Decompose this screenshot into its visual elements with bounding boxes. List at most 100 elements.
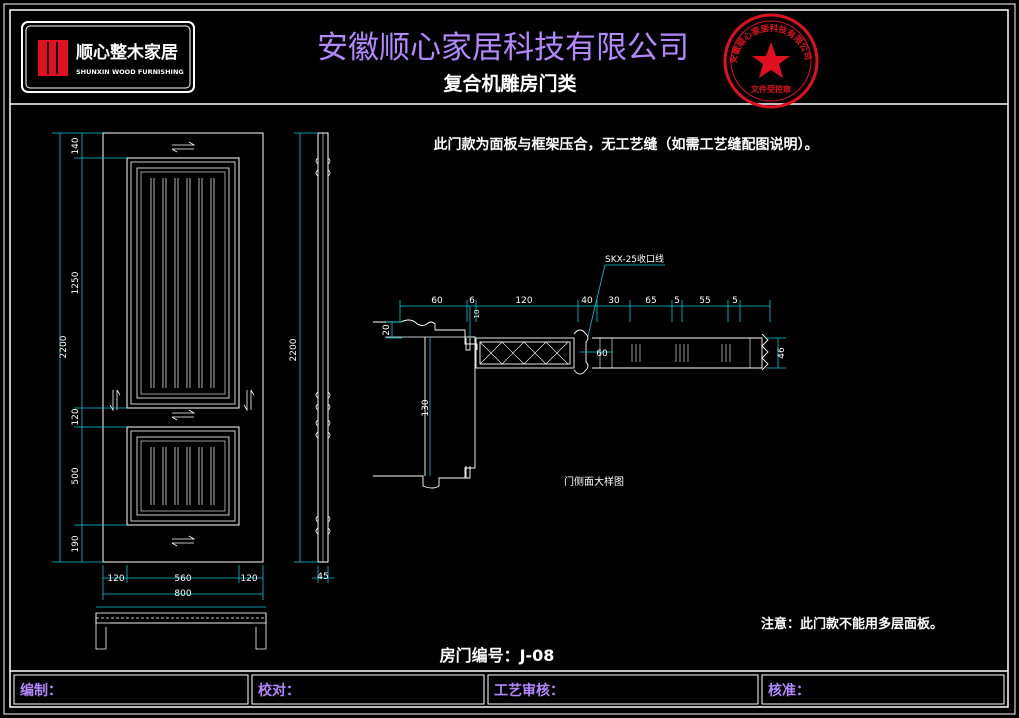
side-profile-marks <box>315 157 331 535</box>
drawing-category: 复合机雕房门类 <box>442 72 576 95</box>
side-dimensions <box>294 132 334 583</box>
cell-approved-by <box>761 674 1005 705</box>
upper-panel-outer <box>126 157 240 409</box>
grain-arrow-icon <box>171 141 196 153</box>
side-profile-nub <box>315 419 331 427</box>
side-profile-nub <box>315 515 331 523</box>
cell-drawn-by <box>13 674 249 705</box>
grain-arrows <box>109 141 255 547</box>
label-checked-by: 校对： <box>258 682 300 699</box>
upper-panel-inner <box>136 167 230 399</box>
door-elevation: 2200 140 1250 120 500 190 120 560 120 80… <box>52 132 267 650</box>
trim-callout: SKX-25收口线 <box>605 253 664 265</box>
side-detail: 60 6 120 40 30 65 5 55 5 SKX-25收口线 <box>373 253 787 489</box>
side-profile-nub <box>315 391 331 399</box>
side-profile-nub <box>315 403 331 411</box>
logo-mark-icon <box>38 40 68 76</box>
leaf-core-inner <box>479 341 571 365</box>
upper-panel-mid <box>130 161 236 405</box>
company-title: 安徽顺心家居科技有限公司 <box>317 30 689 66</box>
logo-brand-cn: 顺心整木家居 <box>76 42 178 63</box>
stamp-star-icon <box>752 42 790 78</box>
door-leaf-outline <box>102 132 264 563</box>
dim-seg-1: 140 <box>71 137 81 154</box>
door-plan-section <box>95 612 267 650</box>
leaf-core <box>475 337 575 369</box>
leaf-grooves <box>599 338 751 368</box>
break-line-icon <box>761 333 769 371</box>
detail-dim-7: 5 <box>674 296 680 306</box>
title-block: 编制： 校对： 工艺审核： 核准： <box>10 670 1008 705</box>
bottom-dimensions <box>102 565 264 600</box>
dim-thickness: 45 <box>317 572 328 582</box>
dim-width-1: 120 <box>107 574 124 584</box>
door-leaf-section <box>475 329 769 375</box>
lower-panel-inner <box>136 436 230 516</box>
logo-brand-en: SHUNXIN WOOD FURNISHING <box>76 68 184 76</box>
detail-dim-8: 55 <box>699 296 710 306</box>
inner-border <box>9 9 1009 708</box>
casing-top <box>373 319 478 350</box>
lower-panel-mid <box>130 430 236 522</box>
lower-panel-grooves <box>150 447 215 505</box>
dim-seg-4: 500 <box>71 467 81 484</box>
leaf-core-hatch <box>479 341 569 365</box>
detail-dim-46: 46 <box>777 347 787 359</box>
side-profile-nub <box>315 169 331 177</box>
side-profile-nub <box>315 527 331 535</box>
plan-jambs <box>95 613 267 650</box>
upper-panel-field <box>140 171 226 395</box>
jamb-stop <box>465 338 471 351</box>
logo-inner-frame <box>25 25 191 89</box>
door-side-elevation: 2200 45 <box>289 132 334 583</box>
left-dimensions <box>52 132 127 563</box>
detail-dim-3: 120 <box>515 296 532 306</box>
lower-panel-outer <box>126 426 240 526</box>
detail-dim-9: 5 <box>732 296 738 306</box>
bottom-note: 注意：此门款不能用多层面板。 <box>761 616 943 632</box>
detail-caption: 门侧面大样图 <box>564 475 624 488</box>
jamb-stop <box>465 466 471 479</box>
detail-top-dimensions <box>399 300 771 322</box>
top-note: 此门款为面板与框架压合，无工艺缝（如需工艺缝配图说明）。 <box>434 136 819 153</box>
detail-dim-4: 40 <box>581 296 593 306</box>
header-region: 顺心整木家居 SHUNXIN WOOD FURNISHING 安徽顺心家居科技有… <box>21 13 819 109</box>
detail-small-dimensions <box>386 306 786 476</box>
jamb-profile <box>373 319 478 489</box>
grain-arrow-icon <box>171 535 196 547</box>
outer-border <box>3 3 1016 715</box>
detail-dim-1: 60 <box>431 296 443 306</box>
stamp-ring <box>723 13 819 109</box>
cell-checked-by <box>251 674 485 705</box>
lower-panel-field <box>140 440 226 512</box>
company-stamp: 安徽顺心家居科技有限公司 文件受控章 <box>723 13 819 109</box>
cell-process-review <box>487 674 759 705</box>
dim-seg-3: 120 <box>71 408 81 425</box>
label-drawn-by: 编制： <box>20 682 62 699</box>
dim-width-3: 120 <box>240 574 257 584</box>
side-profile-nub <box>315 431 331 439</box>
detail-dim-10: 10 <box>473 310 481 319</box>
detail-dim-20: 20 <box>382 324 392 336</box>
detail-dim-6: 65 <box>645 296 656 306</box>
label-approved-by: 核准： <box>768 682 810 699</box>
dim-side-height: 2200 <box>289 338 299 361</box>
callout-leader <box>587 264 665 337</box>
casing-bottom <box>373 336 476 489</box>
dim-total-height: 2200 <box>59 335 69 358</box>
grain-arrow-icon <box>109 389 121 412</box>
upper-panel-grooves <box>150 178 215 388</box>
side-profile-nub <box>315 157 331 165</box>
leaf-panel <box>592 337 763 369</box>
detail-dim-2: 6 <box>469 296 475 306</box>
detail-dim-5: 30 <box>608 296 620 306</box>
grain-arrow-icon <box>171 409 196 421</box>
label-process-review: 工艺审核： <box>494 682 564 699</box>
dim-seg-2: 1250 <box>71 271 81 294</box>
dim-width-2: 560 <box>174 574 191 584</box>
stamp-inner-ring <box>730 20 812 102</box>
stamp-bottom-text: 文件受控章 <box>751 84 791 94</box>
detail-dim-60: 60 <box>596 349 608 359</box>
grain-arrow-icon <box>243 389 255 412</box>
